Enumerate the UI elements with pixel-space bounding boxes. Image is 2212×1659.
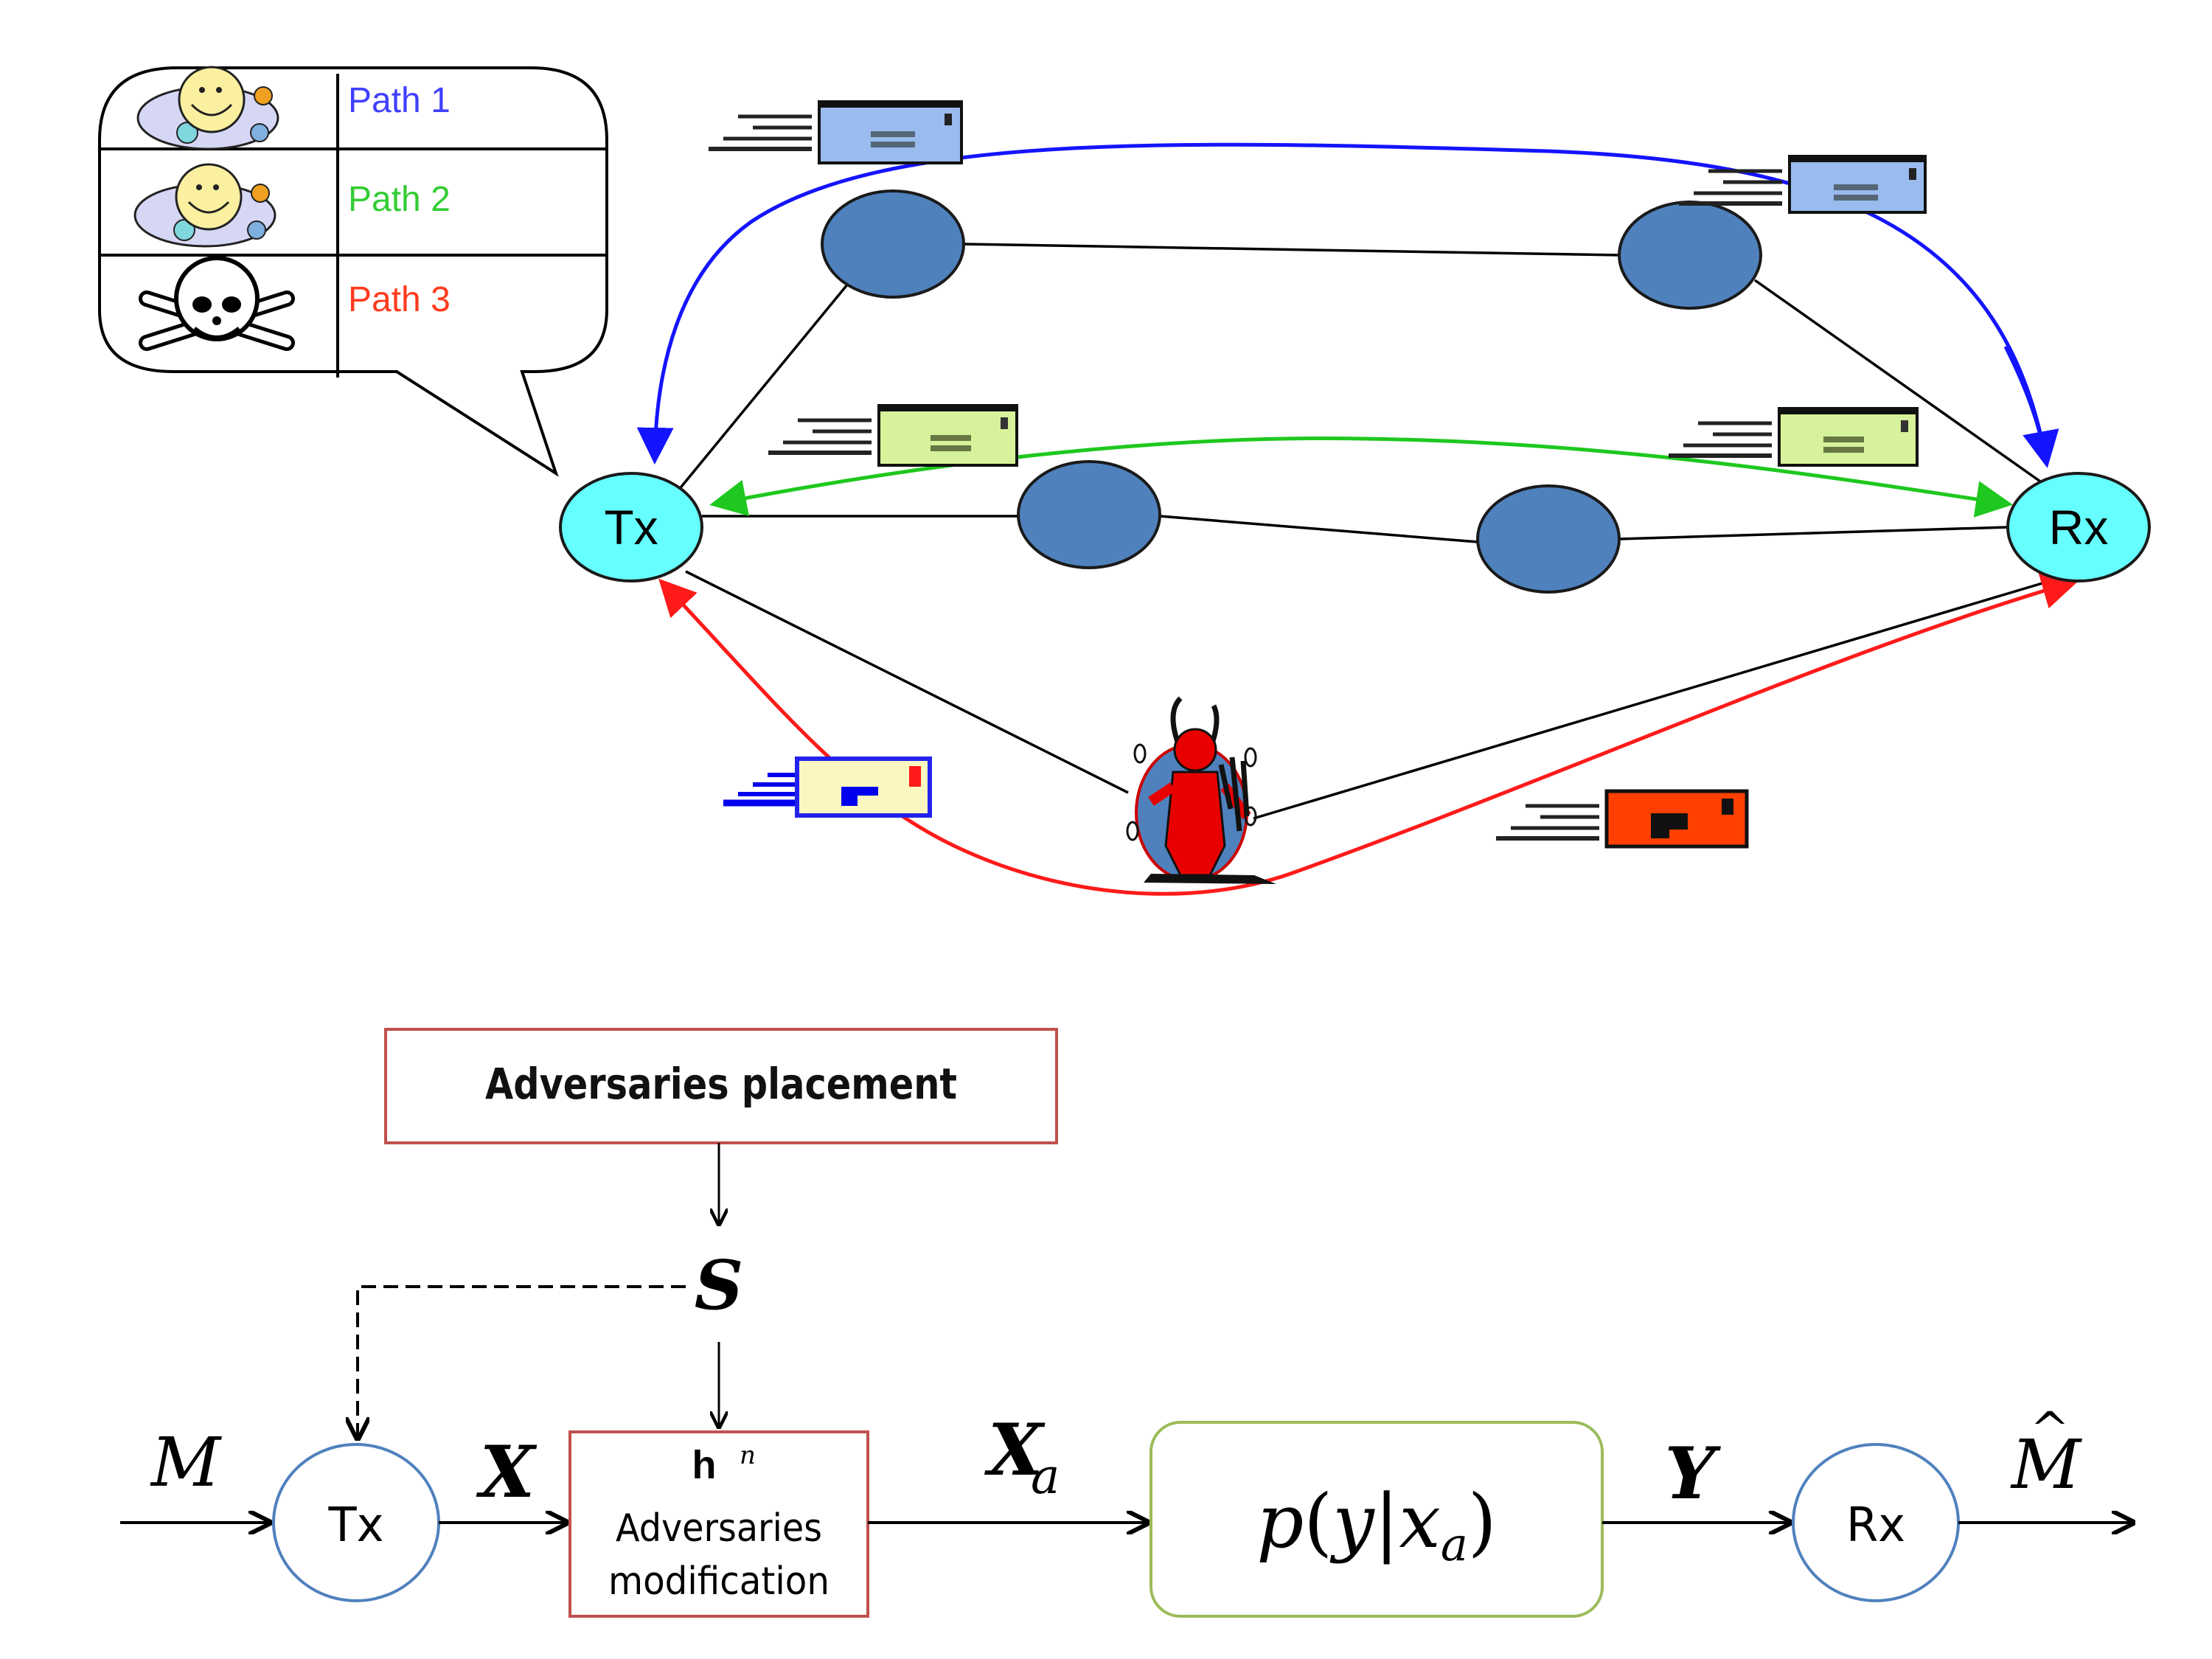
channel-x: x <box>1399 1478 1440 1565</box>
network-diagram: Path 1 Path 2 <box>98 66 2151 896</box>
block-diagram: Adversaries placement S M Tx X h n Adver… <box>120 1028 2132 1618</box>
smiley-face-icon <box>133 163 276 248</box>
relay-node <box>1618 201 1762 310</box>
legend-label-path3: Path 3 <box>348 280 451 319</box>
envelope-icon <box>768 404 1018 467</box>
relay-node <box>1017 460 1161 569</box>
rx-node-label: Rx <box>2049 500 2109 554</box>
skull-crossbones-icon <box>139 256 295 351</box>
envelope-icon <box>723 757 932 818</box>
link-a-b <box>963 243 1620 257</box>
output-symbol-m-hat: M <box>2010 1425 2083 1504</box>
adversaries-placement-box <box>384 1028 1058 1144</box>
legend-callout: Path 1 Path 2 <box>98 66 608 477</box>
modification-label-line1: Adversaries <box>616 1506 822 1551</box>
channel-y: y <box>1329 1478 1375 1565</box>
link-c-d <box>1159 515 1478 543</box>
channel-box <box>1150 1421 1604 1618</box>
channel-open-paren: ( <box>1304 1478 1332 1565</box>
modification-symbol-superscript: n <box>740 1441 756 1470</box>
adversaries-modification-box <box>568 1430 869 1618</box>
relay-node <box>821 189 965 299</box>
modification-label-line2: modification <box>608 1559 830 1604</box>
envelope-icon <box>709 100 963 164</box>
envelope-icon <box>1669 407 1919 467</box>
xa-subscript: a <box>1031 1448 1060 1505</box>
link-b-rx <box>1753 279 2044 484</box>
rx-block-label: Rx <box>1846 1498 1905 1553</box>
tx-node-label: Tx <box>604 500 658 554</box>
link-adversary-rx <box>1253 577 2058 820</box>
channel-expression: p(y|xa) <box>1256 1478 1497 1571</box>
network-links <box>677 243 2058 820</box>
y-symbol: Y <box>1665 1432 1722 1515</box>
rx-node: Rx <box>2006 472 2151 582</box>
legend-label-path1: Path 1 <box>348 81 451 120</box>
tx-node: Tx <box>559 472 703 582</box>
output-hat-accent: ^ <box>2030 1402 2070 1457</box>
channel-bar: | <box>1374 1478 1399 1565</box>
path1-arrow-rx <box>2003 345 2059 468</box>
channel-sub: a <box>1441 1517 1468 1571</box>
s-to-tx-dashed-line <box>358 1285 686 1438</box>
link-d-rx <box>1618 526 2008 540</box>
devil-adversary-icon <box>1126 696 1276 884</box>
link-tx-a <box>677 282 849 492</box>
smiley-face-icon <box>136 66 279 150</box>
tx-block-label: Tx <box>328 1498 384 1553</box>
adversaries-placement-label: Adversaries placement <box>485 1059 957 1109</box>
channel-p: p <box>1256 1478 1304 1565</box>
modification-symbol-base: h <box>692 1443 717 1487</box>
state-symbol-s: S <box>695 1245 743 1325</box>
x-symbol: X <box>476 1430 538 1514</box>
channel-close-paren: ) <box>1468 1478 1497 1565</box>
path1-arrow <box>636 142 2048 465</box>
modification-symbol: h <box>692 1443 717 1487</box>
input-symbol-m: M <box>150 1423 223 1502</box>
path3-arrow <box>658 573 2079 896</box>
envelope-icon <box>1679 155 1927 214</box>
envelope-icon <box>1496 789 1749 849</box>
legend-label-path2: Path 2 <box>348 180 451 219</box>
relay-node <box>1476 484 1621 594</box>
xa-symbol: X <box>984 1408 1046 1492</box>
